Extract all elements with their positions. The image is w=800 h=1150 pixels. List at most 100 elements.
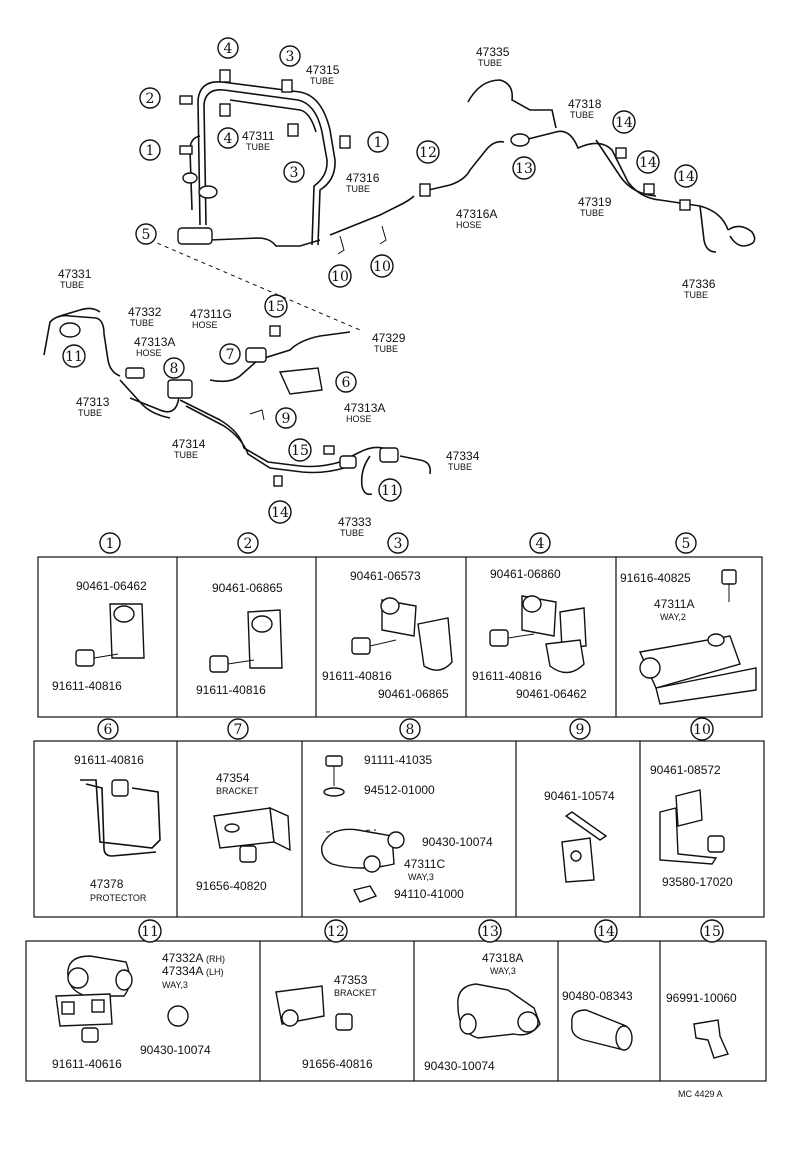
callout-1[interactable]: 1 [139,139,161,161]
part-code: 93580-17020 [662,875,733,889]
panel-13[interactable]: 13 47318A WAY,3 90430-10074 [424,919,541,1073]
detail-panels: 1 90461-06462 91611-40816 2 90461-06865 … [25,532,767,1082]
callout-11[interactable]: 11 [62,344,86,368]
panel-3[interactable]: 3 90461-06573 91611-40816 90461-06865 [322,532,453,701]
svg-text:13: 13 [515,161,533,177]
svg-text:47311: 47311 [242,129,275,143]
callout-10[interactable]: 10 [328,264,352,288]
part-note: WAY,3 [162,980,188,990]
svg-text:47335: 47335 [476,45,510,59]
panel-7[interactable]: 7 47354 BRACKET 91656-40820 [196,718,291,893]
panel-11[interactable]: 11 47332A (RH) 47334A (LH) WAY,3 91611-4… [52,919,225,1071]
svg-text:47316: 47316 [346,171,380,185]
callout-4[interactable]: 4 [217,127,239,149]
panel-9[interactable]: 9 90461-10574 [544,718,615,883]
svg-text:47313A: 47313A [134,335,175,349]
callout-3[interactable]: 3 [283,161,305,183]
svg-text:15: 15 [267,299,285,315]
svg-text:1: 1 [146,143,155,159]
panel-12-number: 12 [324,919,348,943]
svg-text:TUBE: TUBE [374,344,398,354]
svg-text:3: 3 [286,49,295,65]
callout-15[interactable]: 15 [264,294,288,318]
callout-2[interactable]: 2 [139,87,161,109]
callout-14[interactable]: 14 [612,110,636,134]
callout-1[interactable]: 1 [367,131,389,153]
panel-15[interactable]: 15 96991-10060 [666,919,737,1059]
part-code: 90461-06865 [378,687,449,701]
panel-14[interactable]: 14 90480-08343 [562,919,633,1051]
callout-11[interactable]: 11 [378,478,402,502]
svg-text:47311G: 47311G [190,307,232,321]
svg-text:5: 5 [142,227,151,243]
svg-text:TUBE: TUBE [448,462,472,472]
callout-15[interactable]: 15 [288,438,312,462]
svg-text:TUBE: TUBE [684,290,708,300]
callout-12[interactable]: 12 [416,140,440,164]
panel-5[interactable]: 5 91616-40825 47311A WAY,2 [620,532,757,705]
panel-6[interactable]: 6 91611-40816 47378 PROTECTOR [74,718,161,903]
callout-13[interactable]: 13 [512,156,536,180]
callout-4[interactable]: 4 [217,37,239,59]
part-code: 47311C [404,857,445,871]
callout-7[interactable]: 7 [219,343,241,365]
callout-9[interactable]: 9 [275,407,297,429]
callout-14[interactable]: 14 [636,150,660,174]
svg-text:3: 3 [394,536,403,552]
callout-10[interactable]: 10 [370,254,394,278]
callout-14[interactable]: 14 [674,164,698,188]
part-note: BRACKET [334,988,377,998]
svg-text:2: 2 [146,91,155,107]
panel-11-number: 11 [138,919,162,943]
panel-12[interactable]: 12 47353 BRACKET 91656-40816 [275,919,377,1071]
part-note: WAY,3 [408,872,434,882]
part-code: 91611-40816 [472,669,542,683]
svg-text:47313A: 47313A [344,401,385,415]
svg-text:14: 14 [597,924,615,940]
part-code: 47311A [654,597,694,611]
panel-7-number: 7 [227,718,249,740]
svg-text:7: 7 [234,722,243,738]
part-note: WAY,3 [490,966,516,976]
svg-text:TUBE: TUBE [310,76,334,86]
callout-8[interactable]: 8 [163,357,185,379]
panel-6-number: 6 [97,718,119,740]
part-code: 90461-08572 [650,763,721,777]
callout-5[interactable]: 5 [135,223,157,245]
panel-2[interactable]: 2 90461-06865 91611-40816 [196,532,283,697]
callout-6[interactable]: 6 [335,371,357,393]
svg-text:9: 9 [282,411,291,427]
panel-5-number: 5 [675,532,697,554]
panel-2-number: 2 [237,532,259,554]
panel-1[interactable]: 1 90461-06462 91611-40816 [52,532,147,693]
svg-text:15: 15 [703,924,721,940]
part-note: WAY,2 [660,612,686,622]
part-code: 47353 [334,973,368,987]
svg-text:TUBE: TUBE [174,450,198,460]
svg-text:10: 10 [373,259,391,275]
panel-4-number: 4 [529,532,551,554]
callout-14[interactable]: 14 [268,500,292,524]
part-code: 90480-08343 [562,989,633,1003]
part-note: (RH) [206,954,225,964]
part-code: 90461-06865 [212,581,283,595]
panel-8[interactable]: 8 91111-41035 94512-01000 90430-10074 47… [321,718,493,903]
part-code: 91611-40816 [196,683,266,697]
callout-3[interactable]: 3 [279,45,301,67]
panel-10[interactable]: 10 90461-08572 93580-17020 [650,717,733,889]
svg-text:47332: 47332 [128,305,162,319]
part-code: 96991-10060 [666,991,737,1005]
svg-text:TUBE: TUBE [60,280,84,290]
svg-text:47334: 47334 [446,449,480,463]
panel-4[interactable]: 4 90461-06860 91611-40816 90461-06462 [472,532,587,701]
svg-text:2: 2 [244,536,253,552]
svg-text:TUBE: TUBE [246,142,270,152]
part-code: 90430-10074 [424,1059,495,1073]
svg-text:47313: 47313 [76,395,110,409]
